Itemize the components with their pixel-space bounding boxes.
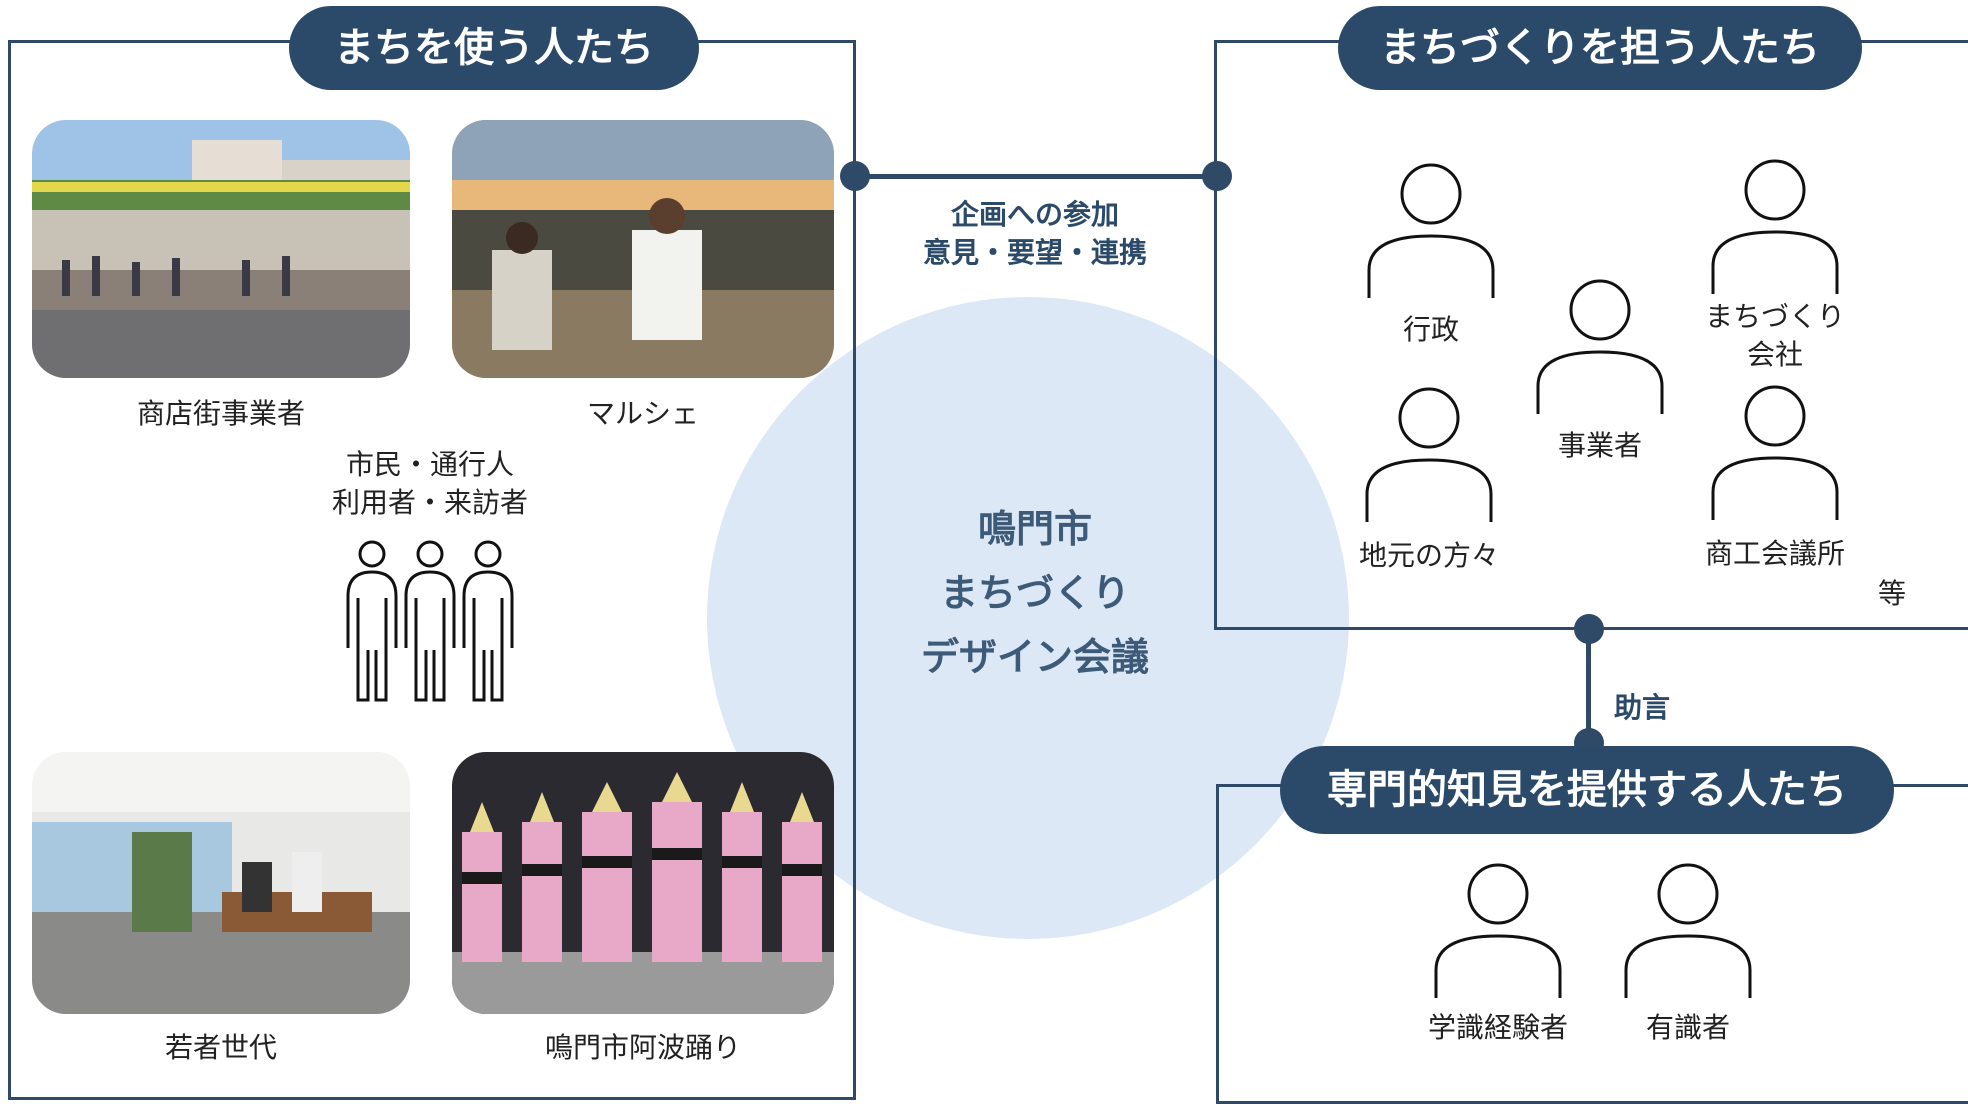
three-people-icon xyxy=(342,538,518,706)
center-title-line2: まちづくり xyxy=(939,571,1130,615)
connector-top-label-line2: 意見・要望・連携 xyxy=(922,236,1147,269)
photo-label-youth: 若者世代 xyxy=(164,1031,277,1064)
connector-line-right xyxy=(1586,628,1591,742)
label-business: 事業者 xyxy=(1557,429,1642,462)
citizens-label-line2: 利用者・来訪者 xyxy=(331,486,528,519)
label-machizukuri-company-line1: まちづくり xyxy=(1704,300,1845,333)
person-icon-business xyxy=(1535,278,1665,418)
person-icon-chamber xyxy=(1710,384,1840,524)
photo-awa-odori xyxy=(452,752,834,1014)
photo-label-awa-odori: 鳴門市阿波踊り xyxy=(544,1031,741,1064)
label-etc: 等 xyxy=(1877,577,1906,610)
users-group-title: まちを使う人たち xyxy=(289,6,699,90)
citizens-label: 市民・通行人 利用者・来訪者 xyxy=(280,446,580,522)
connector-top-label: 企画への参加 意見・要望・連携 xyxy=(870,196,1200,272)
label-academic: 学識経験者 xyxy=(1427,1011,1568,1044)
label-expert: 有識者 xyxy=(1645,1011,1730,1044)
connector-line-top xyxy=(854,174,1218,179)
connector-dot-left xyxy=(840,161,870,191)
person-icon-academic xyxy=(1433,862,1563,1002)
makers-group-title: まちづくりを担う人たち xyxy=(1338,6,1862,90)
photo-shopping-street xyxy=(32,120,410,378)
center-title-line1: 鳴門市 xyxy=(977,507,1092,551)
person-icon-expert xyxy=(1623,862,1753,1002)
label-chamber: 商工会議所 xyxy=(1704,537,1845,570)
connector-dot-right xyxy=(1202,161,1232,191)
center-title-line3: デザイン会議 xyxy=(920,635,1149,679)
photo-label-marche: マルシェ xyxy=(586,397,699,430)
center-title: 鳴門市 まちづくり デザイン会議 xyxy=(870,497,1200,689)
photo-label-shopping-street: 商店街事業者 xyxy=(136,397,305,430)
label-machizukuri-company: まちづくり 会社 xyxy=(1675,298,1875,374)
label-machizukuri-company-line2: 会社 xyxy=(1746,338,1803,371)
experts-group-title: 専門的知見を提供する人たち xyxy=(1280,746,1894,834)
person-icon-gyosei xyxy=(1366,162,1496,302)
connector-right-label: 助言 xyxy=(1614,691,1671,724)
connector-dot-top xyxy=(1574,614,1604,644)
person-icon-locals xyxy=(1364,386,1494,526)
photo-marche xyxy=(452,120,834,378)
label-gyosei: 行政 xyxy=(1402,313,1459,346)
citizens-label-line1: 市民・通行人 xyxy=(345,448,514,481)
photo-youth xyxy=(32,752,410,1014)
person-icon-machizukuri-company xyxy=(1710,158,1840,298)
label-locals: 地元の方々 xyxy=(1358,539,1499,572)
connector-top-label-line1: 企画への参加 xyxy=(950,198,1119,231)
